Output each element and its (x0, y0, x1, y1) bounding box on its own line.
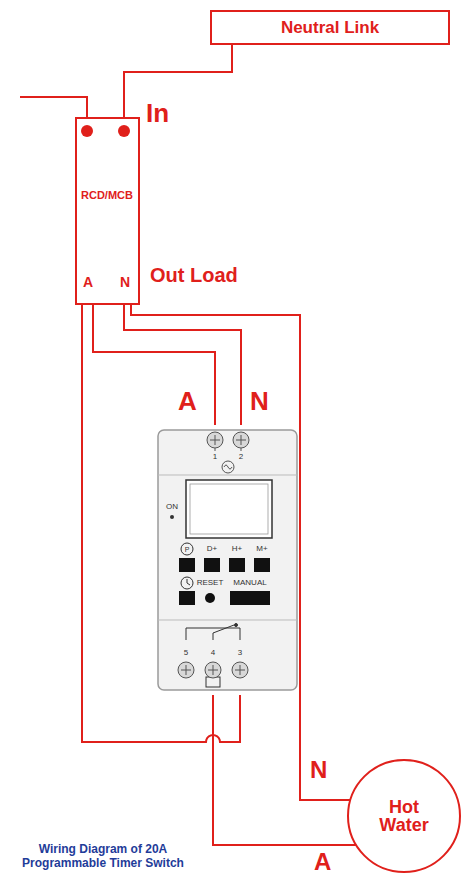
input-terminal (118, 125, 130, 137)
terminal-or-button-label: 1 (213, 453, 217, 461)
terminal-or-button-label: M+ (256, 545, 267, 553)
breaker-label: Out Load (150, 265, 238, 285)
wire (131, 305, 350, 800)
node-title: A (83, 275, 93, 289)
terminal-or-button-label: P (185, 546, 190, 553)
terminal-or-button-label: 2 (239, 453, 243, 461)
diagram-caption: Wiring Diagram of 20A Programmable Timer… (8, 842, 198, 871)
wire (93, 305, 215, 425)
neutral-link-box: Neutral Link (210, 10, 450, 45)
wire (213, 695, 356, 845)
node-title: Hot Water (364, 798, 444, 834)
timer-switch-illustration (158, 430, 297, 690)
timer-switch: 1 2ON P D+ H+ M+ RESET MANUAL 5 4 3 (150, 425, 305, 695)
supply-wire (20, 97, 87, 117)
terminal-or-button-label: 4 (211, 649, 215, 657)
wire-label: A (314, 850, 331, 874)
wire (124, 305, 241, 425)
terminal-or-button-label: RESET (197, 579, 224, 587)
terminal-or-button-label: 5 (184, 649, 188, 657)
terminal-or-button-label: ON (166, 503, 178, 511)
wire (82, 305, 240, 742)
wire-label: N (250, 388, 269, 414)
node-title: N (120, 275, 130, 289)
terminal-or-button-label: MANUAL (233, 579, 266, 587)
breaker-label: In (146, 100, 169, 126)
hot-water-load: Hot Water (346, 758, 462, 874)
wire (124, 45, 232, 117)
node-title: RCD/MCB (81, 190, 133, 201)
terminal-or-button-label: H+ (232, 545, 242, 553)
terminal-or-button-label: D+ (207, 545, 217, 553)
wire-label: N (310, 758, 327, 782)
terminal-or-button-label: 3 (238, 649, 242, 657)
wire-label: A (178, 388, 197, 414)
rcd-mcb-box: RCD/MCB A N (75, 117, 140, 305)
node-title: Neutral Link (281, 19, 379, 36)
input-terminal (81, 125, 93, 137)
